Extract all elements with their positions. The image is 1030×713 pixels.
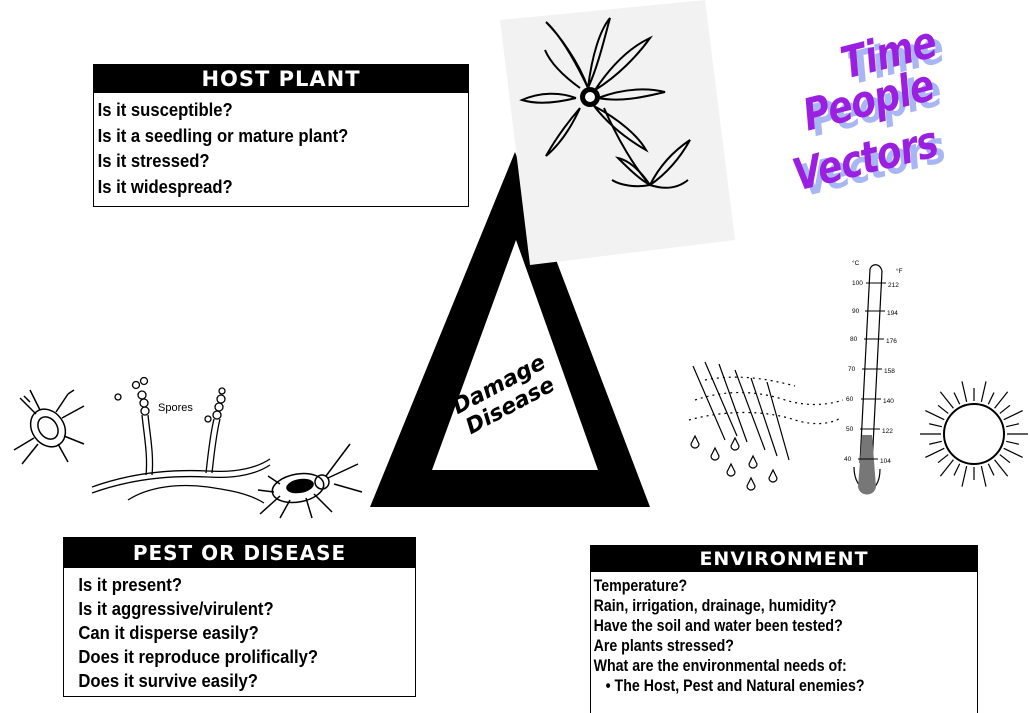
thermometer-c: 40 bbox=[844, 456, 852, 463]
sun-ray bbox=[925, 411, 944, 420]
thermometer-c: 90 bbox=[852, 308, 860, 315]
sun-ray bbox=[954, 393, 960, 405]
thermometer-unit-c: °C bbox=[852, 259, 860, 267]
sun-ray bbox=[981, 381, 986, 401]
thermometer-icon: °C °F 100 90 80 70 60 50 40 212 194 176 … bbox=[840, 255, 920, 503]
rain-icon bbox=[685, 360, 845, 500]
sun-ray bbox=[988, 393, 994, 405]
pest-question: Does it reproduce prolifically? bbox=[78, 645, 380, 669]
thermometer-f: 176 bbox=[886, 338, 897, 345]
sun-ray bbox=[962, 381, 967, 401]
environment-question: What are the environmental needs of: bbox=[594, 656, 923, 676]
environment-question: Are plants stressed? bbox=[594, 636, 923, 656]
thermometer-f: 140 bbox=[883, 398, 894, 405]
sun-ray bbox=[940, 392, 953, 408]
spores-label: Spores bbox=[158, 402, 193, 414]
thermometer-c: 60 bbox=[846, 396, 854, 403]
environment-title: ENVIRONMENT bbox=[591, 546, 977, 572]
sun-icon bbox=[918, 378, 1030, 490]
thermometer-f: 158 bbox=[884, 368, 895, 375]
factors-text: Time People Vectors bbox=[778, 10, 978, 210]
thermometer-f: 122 bbox=[882, 428, 893, 435]
pest-question: Can it disperse easily? bbox=[78, 621, 380, 645]
sun-ray bbox=[995, 392, 1008, 408]
sun-ray bbox=[925, 448, 944, 457]
sun-ray bbox=[1004, 411, 1023, 420]
environment-box: ENVIRONMENT Temperature? Rain, irrigatio… bbox=[590, 545, 978, 713]
host-question: Is it susceptible? bbox=[98, 97, 431, 123]
pest-question: Is it present? bbox=[78, 573, 380, 597]
pest-title: PEST OR DISEASE bbox=[64, 538, 415, 568]
sun-ray bbox=[929, 424, 942, 427]
environment-questions: Temperature? Rain, irrigation, drainage,… bbox=[591, 572, 923, 696]
thermometer-c: 50 bbox=[846, 426, 854, 433]
sun-ray bbox=[954, 464, 960, 476]
sun-ray bbox=[981, 466, 986, 486]
sun-ray bbox=[1004, 448, 1023, 457]
pest-question: Is it aggressive/virulent? bbox=[78, 597, 380, 621]
host-plant-title: HOST PLANT bbox=[94, 65, 468, 93]
aphid-icon bbox=[250, 440, 365, 520]
thermometer-f: 104 bbox=[880, 458, 891, 465]
sun-ray bbox=[1006, 441, 1019, 444]
sun-ray bbox=[962, 466, 967, 486]
mite-icon bbox=[8, 388, 88, 468]
pest-question: Does it survive easily? bbox=[78, 669, 380, 693]
pest-or-disease-box: PEST OR DISEASE Is it present? Is it agg… bbox=[63, 537, 416, 697]
thermometer-c: 80 bbox=[850, 336, 858, 343]
sun-ray bbox=[940, 460, 953, 476]
thermometer-f: 212 bbox=[888, 282, 899, 289]
thermometer-unit-f: °F bbox=[896, 267, 903, 275]
thermometer-f: 194 bbox=[887, 310, 898, 317]
pest-questions: Is it present? Is it aggressive/virulent… bbox=[64, 568, 380, 693]
environment-question: Rain, irrigation, drainage, humidity? bbox=[594, 596, 923, 616]
sun-ray bbox=[995, 460, 1008, 476]
thermometer-c: 70 bbox=[848, 366, 856, 373]
sun-ray bbox=[938, 405, 948, 413]
environment-bullet: • The Host, Pest and Natural enemies? bbox=[594, 676, 923, 696]
sun-ray bbox=[1000, 405, 1010, 413]
environment-question: Have the soil and water been tested? bbox=[594, 616, 923, 636]
sun-ray bbox=[1000, 455, 1010, 463]
sun-ray bbox=[988, 464, 994, 476]
fungus-spores-icon bbox=[88, 375, 273, 505]
sun-ray bbox=[929, 441, 942, 444]
flower-icon bbox=[500, 0, 735, 265]
thermometer-c: 100 bbox=[852, 280, 863, 287]
sun-ray bbox=[938, 455, 948, 463]
environment-question: Temperature? bbox=[594, 576, 923, 596]
sun-ray bbox=[1006, 424, 1019, 427]
